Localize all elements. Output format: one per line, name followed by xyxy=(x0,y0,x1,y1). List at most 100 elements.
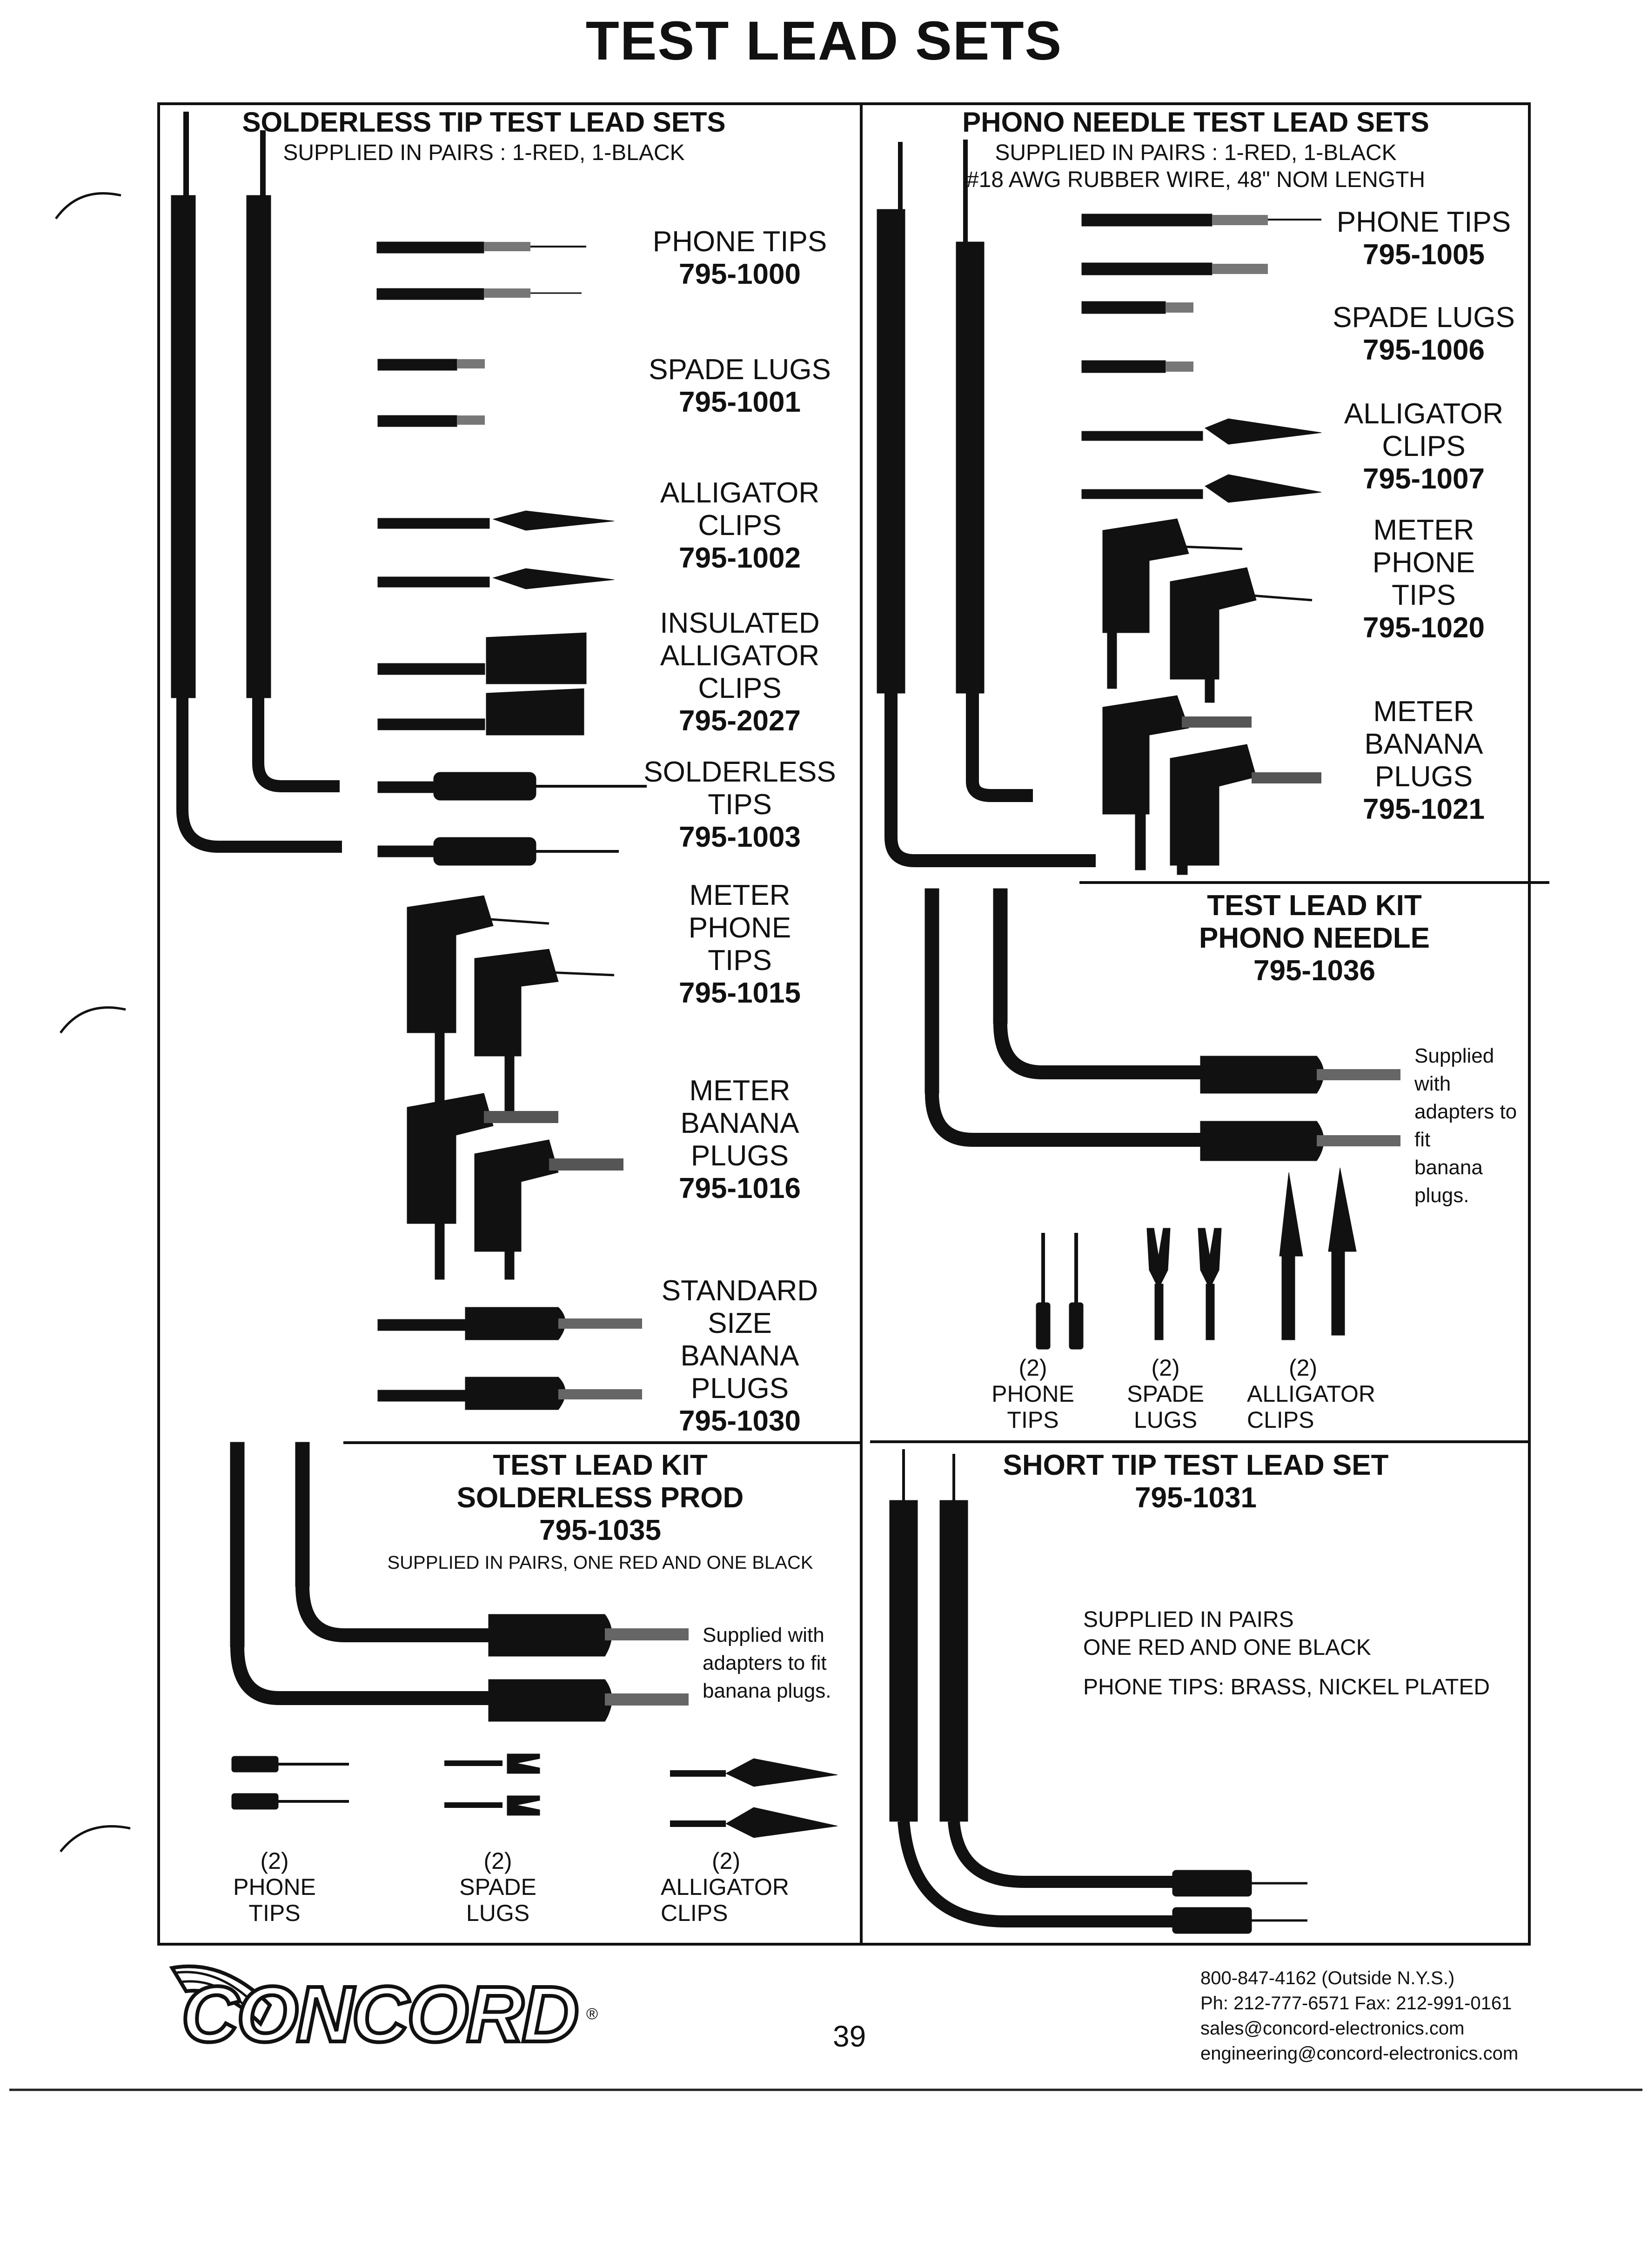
left-section-divider xyxy=(343,1441,860,1444)
note-line: adapters to fit xyxy=(703,1652,827,1674)
item-name: PHONE TIPS xyxy=(1336,206,1511,238)
left-heading: SOLDERLESS TIP TEST LEAD SETS xyxy=(242,107,726,138)
part-number: 795-1000 xyxy=(678,258,801,290)
item-name: ALLIGATOR xyxy=(660,477,820,509)
part-number: 795-1005 xyxy=(1362,239,1485,271)
kit-phono-caption-alligator: (2) ALLIGATOR CLIPS xyxy=(1247,1355,1396,1433)
item-name: METER xyxy=(689,879,791,911)
caption-line: CLIPS xyxy=(1247,1407,1314,1433)
kit-prod-caption-alligator: (2) ALLIGATOR CLIPS xyxy=(661,1848,819,1926)
right-section-divider xyxy=(870,1440,1531,1443)
item-795-1015: METER PHONE TIPS 795-1015 xyxy=(614,879,865,1010)
kit-phono-note: Supplied with adapters to fit banana plu… xyxy=(1414,1042,1531,1210)
kit-prod-part: 795-1035 xyxy=(539,1514,662,1546)
contact-phone-2: Ph: 212-777-6571 Fax: 212-991-0161 xyxy=(1200,1993,1512,2014)
caption-qty: (2) xyxy=(1151,1355,1180,1381)
item-name: PLUGS xyxy=(690,1140,789,1172)
part-number: 795-1015 xyxy=(678,977,801,1009)
caption-line: LUGS xyxy=(1133,1407,1198,1433)
caption-qty: (2) xyxy=(712,1848,741,1874)
caption-qty: (2) xyxy=(483,1848,512,1874)
part-number: 795-1002 xyxy=(678,542,801,574)
short-tip-details: SUPPLIED IN PAIRS ONE RED AND ONE BLACK … xyxy=(1083,1606,1490,1701)
item-name: BANANA xyxy=(1364,728,1483,760)
kit-prod-caption-phone: (2) PHONE TIPS xyxy=(205,1848,344,1926)
item-name: BANANA xyxy=(680,1107,799,1139)
contact-phone-1: 800-847-4162 (Outside N.Y.S.) xyxy=(1200,1968,1455,1988)
item-795-1002: ALLIGATOR CLIPS 795-1002 xyxy=(614,477,865,575)
caption-line: ALLIGATOR xyxy=(661,1874,790,1900)
item-name: METER xyxy=(689,1075,791,1107)
kit-prod-line2: SOLDERLESS PROD xyxy=(456,1482,744,1514)
part-number: 795-1020 xyxy=(1362,612,1485,644)
item-795-1003: SOLDERLESS TIPS 795-1003 xyxy=(614,756,865,854)
caption-qty: (2) xyxy=(1018,1355,1047,1381)
kit-phono-heading: TEST LEAD KIT PHONO NEEDLE 795-1036 xyxy=(1079,890,1549,987)
concord-logo: CONCORD ® xyxy=(167,1954,605,2061)
caption-qty: (2) xyxy=(1289,1355,1318,1381)
item-name: METER xyxy=(1373,514,1474,546)
item-795-1007: ALLIGATOR CLIPS 795-1007 xyxy=(1326,398,1521,495)
item-name: STANDARD xyxy=(661,1275,818,1307)
note-line: Supplied with xyxy=(1414,1044,1494,1095)
item-name: PHONE xyxy=(688,912,791,944)
item-name: CLIPS xyxy=(1382,430,1466,462)
item-name: CLIPS xyxy=(698,672,782,704)
caption-line: TIPS xyxy=(1007,1407,1059,1433)
part-number: 795-1030 xyxy=(678,1405,801,1437)
kit-phono-divider xyxy=(1079,881,1549,884)
item-795-1000: PHONE TIPS 795-1000 xyxy=(614,226,865,291)
logo-text: CONCORD xyxy=(180,1970,581,2059)
note-line: Supplied with xyxy=(703,1624,824,1646)
note-line: banana plugs. xyxy=(703,1679,831,1702)
short-tip-part: 795-1031 xyxy=(1134,1482,1257,1514)
item-name: TIPS xyxy=(708,789,772,821)
item-name: BANANA xyxy=(680,1340,799,1372)
kit-prod-heading: TEST LEAD KIT SOLDERLESS PROD 795-1035 xyxy=(344,1449,856,1547)
right-heading: PHONO NEEDLE TEST LEAD SETS xyxy=(962,107,1429,138)
item-795-1021: METER BANANA PLUGS 795-1021 xyxy=(1326,696,1521,826)
kit-prod-caption-spade: (2) SPADE LUGS xyxy=(428,1848,568,1926)
item-795-1006: SPADE LUGS 795-1006 xyxy=(1326,301,1521,367)
short-tip-line3: PHONE TIPS: BRASS, NICKEL PLATED xyxy=(1083,1675,1490,1699)
item-name: PHONE xyxy=(1372,547,1475,579)
item-name: SOLDERLESS xyxy=(643,756,836,788)
part-number: 795-2027 xyxy=(678,705,801,737)
left-subheading: SUPPLIED IN PAIRS : 1-RED, 1-BLACK xyxy=(283,140,685,165)
part-number: 795-1001 xyxy=(678,386,801,418)
contact-email-engineering[interactable]: engineering@concord-electronics.com xyxy=(1200,2043,1519,2064)
right-subheading-2: #18 AWG RUBBER WIRE, 48" NOM LENGTH xyxy=(966,167,1426,192)
item-795-1020: METER PHONE TIPS 795-1020 xyxy=(1326,514,1521,644)
part-number: 795-1006 xyxy=(1362,334,1485,366)
item-795-1001: SPADE LUGS 795-1001 xyxy=(614,354,865,419)
caption-line: SPADE xyxy=(1127,1381,1204,1407)
part-number: 795-1016 xyxy=(678,1172,801,1204)
part-number: 795-1021 xyxy=(1362,793,1485,825)
item-795-1030: STANDARD SIZE BANANA PLUGS 795-1030 xyxy=(614,1275,865,1438)
short-tip-title: SHORT TIP TEST LEAD SET xyxy=(1003,1449,1389,1481)
kit-prod-note: Supplied with adapters to fit banana plu… xyxy=(703,1621,856,1705)
item-name: PLUGS xyxy=(690,1372,789,1405)
left-probe-handles xyxy=(171,112,342,853)
item-name: METER xyxy=(1373,696,1474,728)
item-name: SPADE LUGS xyxy=(649,354,831,386)
registered-mark: ® xyxy=(586,2005,598,2023)
column-divider xyxy=(860,102,863,1946)
page-number: 39 xyxy=(833,2020,866,2053)
item-name: TIPS xyxy=(1392,579,1456,611)
caption-line: PHONE xyxy=(991,1381,1074,1407)
note-line: adapters to fit xyxy=(1414,1100,1517,1151)
kit-phono-part: 795-1036 xyxy=(1253,955,1376,987)
item-name: TIPS xyxy=(708,944,772,977)
catalog-frame xyxy=(157,102,1531,1946)
item-795-2027: INSULATED ALLIGATOR CLIPS 795-2027 xyxy=(614,607,865,737)
item-name: CLIPS xyxy=(698,509,782,542)
kit-prod-illustration xyxy=(230,1442,838,1838)
caption-line: PHONE xyxy=(233,1874,316,1900)
page-title: TEST LEAD SETS xyxy=(585,10,1063,72)
contact-email-sales[interactable]: sales@concord-electronics.com xyxy=(1200,2018,1465,2039)
kit-prod-line1: TEST LEAD KIT xyxy=(493,1449,708,1481)
kit-phono-caption-spade: (2) SPADE LUGS xyxy=(1117,1355,1214,1433)
caption-line: ALLIGATOR xyxy=(1247,1381,1376,1407)
